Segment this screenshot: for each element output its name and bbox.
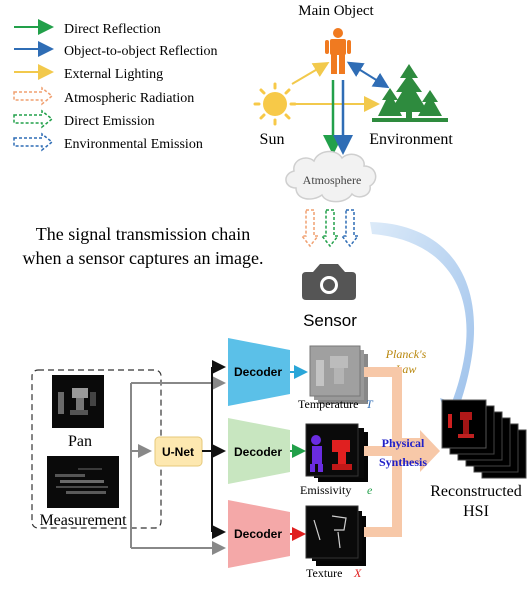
legend: Direct Reflection Object-to-object Refle… (13, 19, 218, 152)
cloud-icon (285, 150, 377, 203)
svg-text:Object-to-object Reflection: Object-to-object Reflection (64, 44, 218, 59)
temperature-symbol: T (366, 397, 374, 411)
legend-environmental-emission: Environmental Emission (13, 132, 203, 152)
temperature-label: Temperature (298, 397, 358, 411)
physical-synthesis-line2: Synthesis (379, 455, 427, 469)
legend-atmospheric-radiation: Atmospheric Radiation (13, 86, 194, 106)
emissivity-symbol: e (367, 483, 373, 497)
legend-direct-reflection: Direct Reflection (14, 19, 161, 37)
decoder-mid-label: Decoder (234, 445, 282, 459)
reconstructed-label-line2: HSI (463, 503, 489, 520)
pan-label: Pan (68, 433, 92, 450)
svg-text:Direct Emission: Direct Emission (64, 114, 155, 129)
physical-synthesis-line1: Physical (382, 436, 425, 450)
decoder-bot-label: Decoder (234, 527, 282, 541)
caption-line1: The signal transmission chain (36, 224, 250, 244)
decoder-top-shape (228, 338, 290, 406)
measurement-label: Measurement (39, 512, 127, 529)
hsi-stack (441, 399, 527, 479)
environment-label: Environment (369, 131, 453, 148)
measurement-image (47, 456, 119, 508)
reconstructed-label-line1: Reconstructed (430, 483, 522, 500)
svg-text:Direct Reflection: Direct Reflection (64, 22, 161, 37)
person-icon (325, 28, 351, 74)
emissivity-stack (305, 423, 368, 482)
camera-icon (302, 264, 356, 300)
legend-direct-emission: Direct Emission (13, 109, 155, 129)
synthesis-arrows (364, 367, 440, 537)
emissivity-label: Emissivity (300, 483, 351, 497)
trees-icon (372, 64, 448, 122)
unet-label: U-Net (162, 445, 194, 459)
decoder-bot-shape (228, 500, 290, 568)
sun-to-object-arrow (291, 61, 330, 85)
svg-text:External Lighting: External Lighting (64, 67, 163, 82)
svg-text:Atmospheric Radiation: Atmospheric Radiation (64, 91, 194, 106)
emission-arrows (300, 209, 360, 248)
object-environment-arrow (346, 61, 390, 89)
atmosphere-label: Atmosphere (303, 173, 362, 187)
sun-label: Sun (260, 131, 285, 148)
legend-object-reflection: Object-to-object Reflection (14, 41, 218, 59)
decoder-mid-shape (228, 418, 290, 484)
sun-icon (253, 82, 297, 126)
svg-text:Environmental Emission: Environmental Emission (64, 137, 203, 152)
texture-symbol: X (353, 566, 362, 580)
temperature-stack (309, 345, 368, 404)
main-object-label: Main Object (298, 3, 374, 19)
input-dashed-box (31, 369, 162, 529)
sensor-label: Sensor (303, 311, 357, 330)
texture-label: Texture (306, 566, 342, 580)
planck-label-line1: Planck's (385, 347, 427, 361)
texture-stack (305, 505, 366, 566)
legend-external-lighting: External Lighting (14, 64, 163, 82)
pan-image (52, 375, 104, 428)
caption-line2: when a sensor captures an image. (23, 248, 264, 268)
decoder-top-label: Decoder (234, 365, 282, 379)
